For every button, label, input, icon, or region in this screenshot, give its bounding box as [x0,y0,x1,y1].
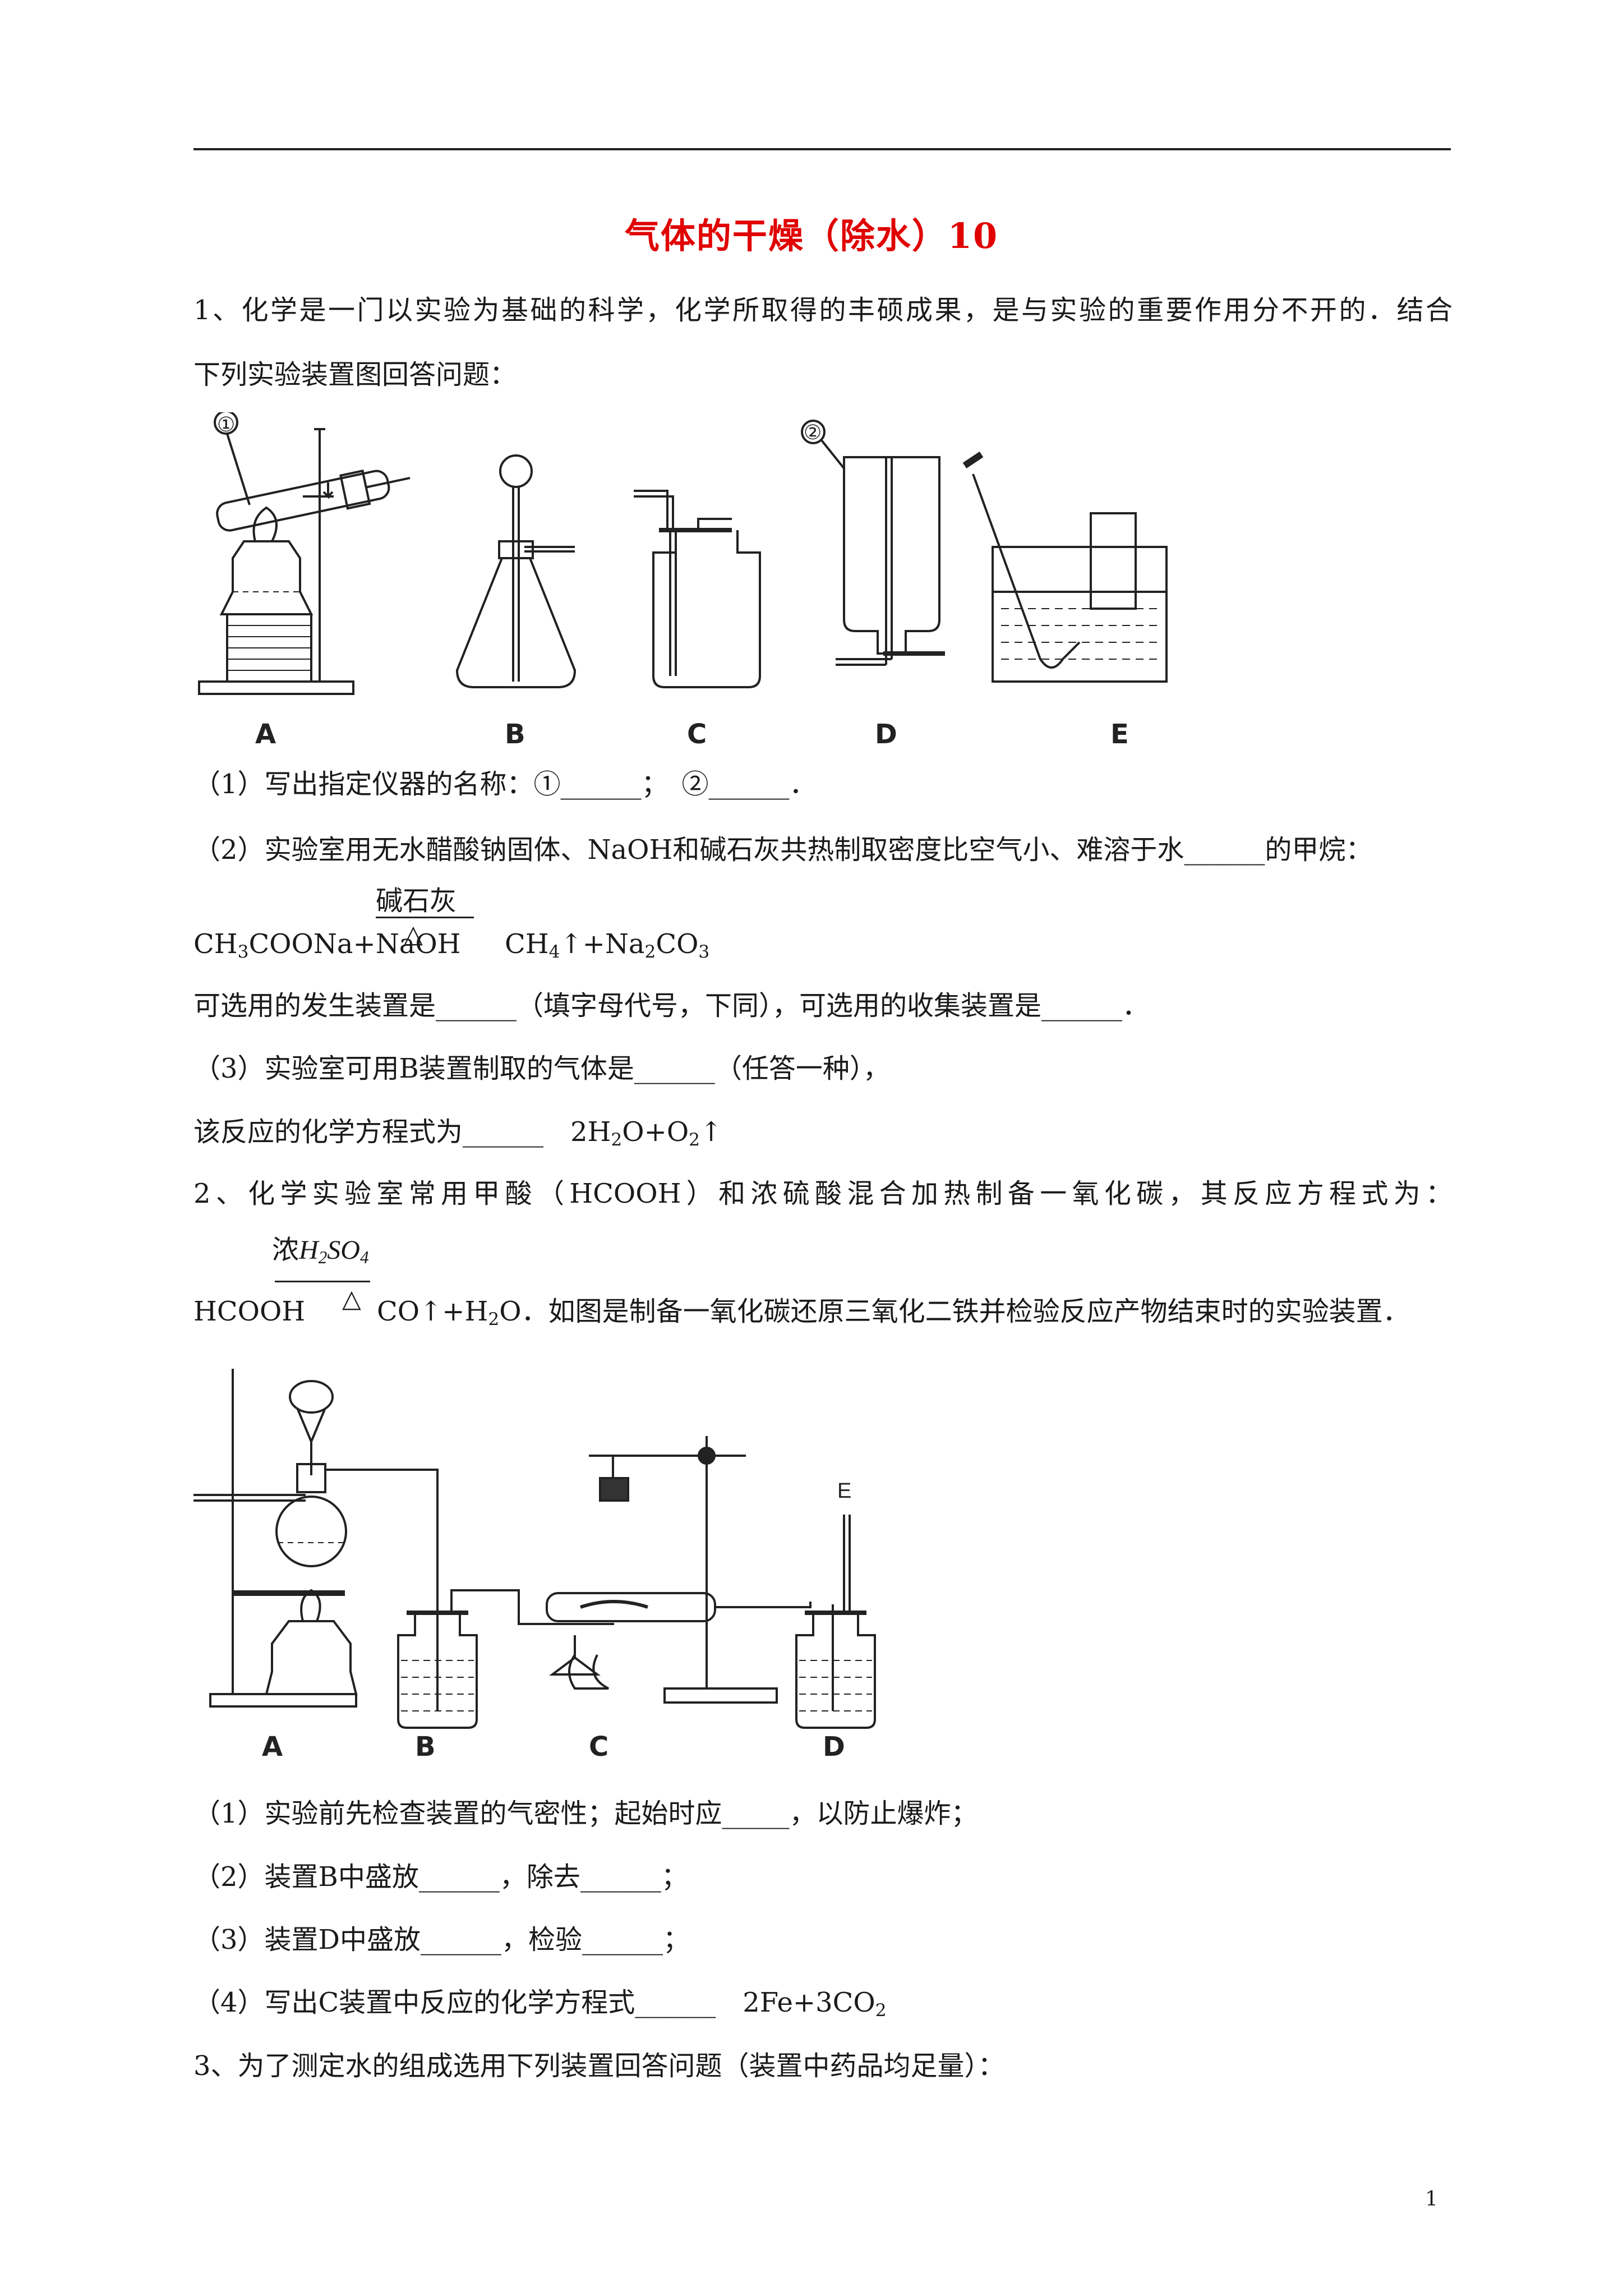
q2-apparatus-figure: A B C [193,1358,1147,1761]
q2-sub2: （2）装置B中盛放______，除去______； [193,1861,688,1893]
apparatus-d2: E [715,1479,876,1729]
q2-reagent: 浓H2SO4 [272,1234,369,1267]
fig1-label-e: E [1110,719,1129,750]
fig2-label-c: C [589,1731,608,1761]
apparatus-c [634,490,761,688]
q2-equation-left: HCOOH [193,1296,306,1327]
q1-sub3: （3）实验室可用B装置制取的气体是______（任答一种）， [193,1053,890,1084]
q1-reaction-arrow [376,917,474,918]
fig1-label-a: A [255,719,276,750]
marker-1: ① [217,413,235,436]
apparatus-c2 [546,1436,778,1704]
header-rule [193,148,1451,150]
q2-heat-symbol: △ [342,1285,361,1313]
apparatus-e [962,452,1168,683]
marker-2: ② [804,421,822,444]
q1-heat-symbol: △ [404,920,423,949]
q2-sub3: （3）装置D中盛放______，检验______； [193,1924,690,1955]
q1-intro-line2: 下列实验装置图回答问题： [193,359,517,390]
q2-reaction-arrow [275,1281,370,1282]
q2-sub4: （4）写出C装置中反应的化学方程式______ 2Fe+3CO2 [193,1987,887,2021]
q1-sub3b: 该反应的化学方程式为______ 2H2O+O2↑ [193,1116,723,1150]
q2-intro: 2、化学实验室常用甲酸（HCOOH）和浓硫酸混合加热制备一氧化碳，其反应方程式为… [193,1178,1453,1209]
q1-sub2b: 可选用的发生装置是______（填字母代号，下同），可选用的收集装置是_____… [193,990,1150,1022]
marker-e: E [837,1479,851,1503]
fig1-label-c: C [687,719,707,750]
apparatus-b [455,454,577,688]
page-number: 1 [1425,2188,1438,2211]
q1-sub2: （2）实验室用无水醋酸钠固体、NaOH和碱石灰共热制取密度比空气小、难溶于水__… [193,834,1373,866]
apparatus-a [198,412,411,695]
apparatus-d [801,420,945,666]
fig2-label-b: B [415,1731,436,1761]
apparatus-a2 [193,1369,439,1708]
fig2-label-d: D [823,1731,845,1761]
q2-sub1: （1）实验前先检查装置的气密性；起始时应_____，以防止爆炸； [193,1798,978,1829]
q1-intro-line1: 1、化学是一门以实验为基础的科学，化学所取得的丰硕成果，是与实验的重要作用分不开… [193,295,1453,326]
q1-apparatus-figure: A ① B C [193,412,1203,760]
q1-sub1: （1）写出指定仪器的名称：①______； ②______． [193,769,817,800]
q2-equation-right: CO↑+H2O．如图是制备一氧化碳还原三氧化二铁并检验反应产物结束时的实验装置． [377,1296,1410,1329]
apparatus-b2 [397,1582,614,1729]
fig1-label-b: B [505,719,525,750]
q1-equation-right: CH4↑+Na2CO3 [505,928,710,962]
q1-equation-left: CH3COONa+NaOH [193,928,461,962]
q1-reagent: 碱石灰 [376,885,457,917]
fig2-label-a: A [262,1731,283,1761]
q3-intro: 3、为了测定水的组成选用下列装置回答问题（装置中药品均足量）： [193,2050,1005,2082]
page-title: 气体的干燥（除水）10 [624,215,999,256]
fig1-label-d: D [875,719,897,750]
